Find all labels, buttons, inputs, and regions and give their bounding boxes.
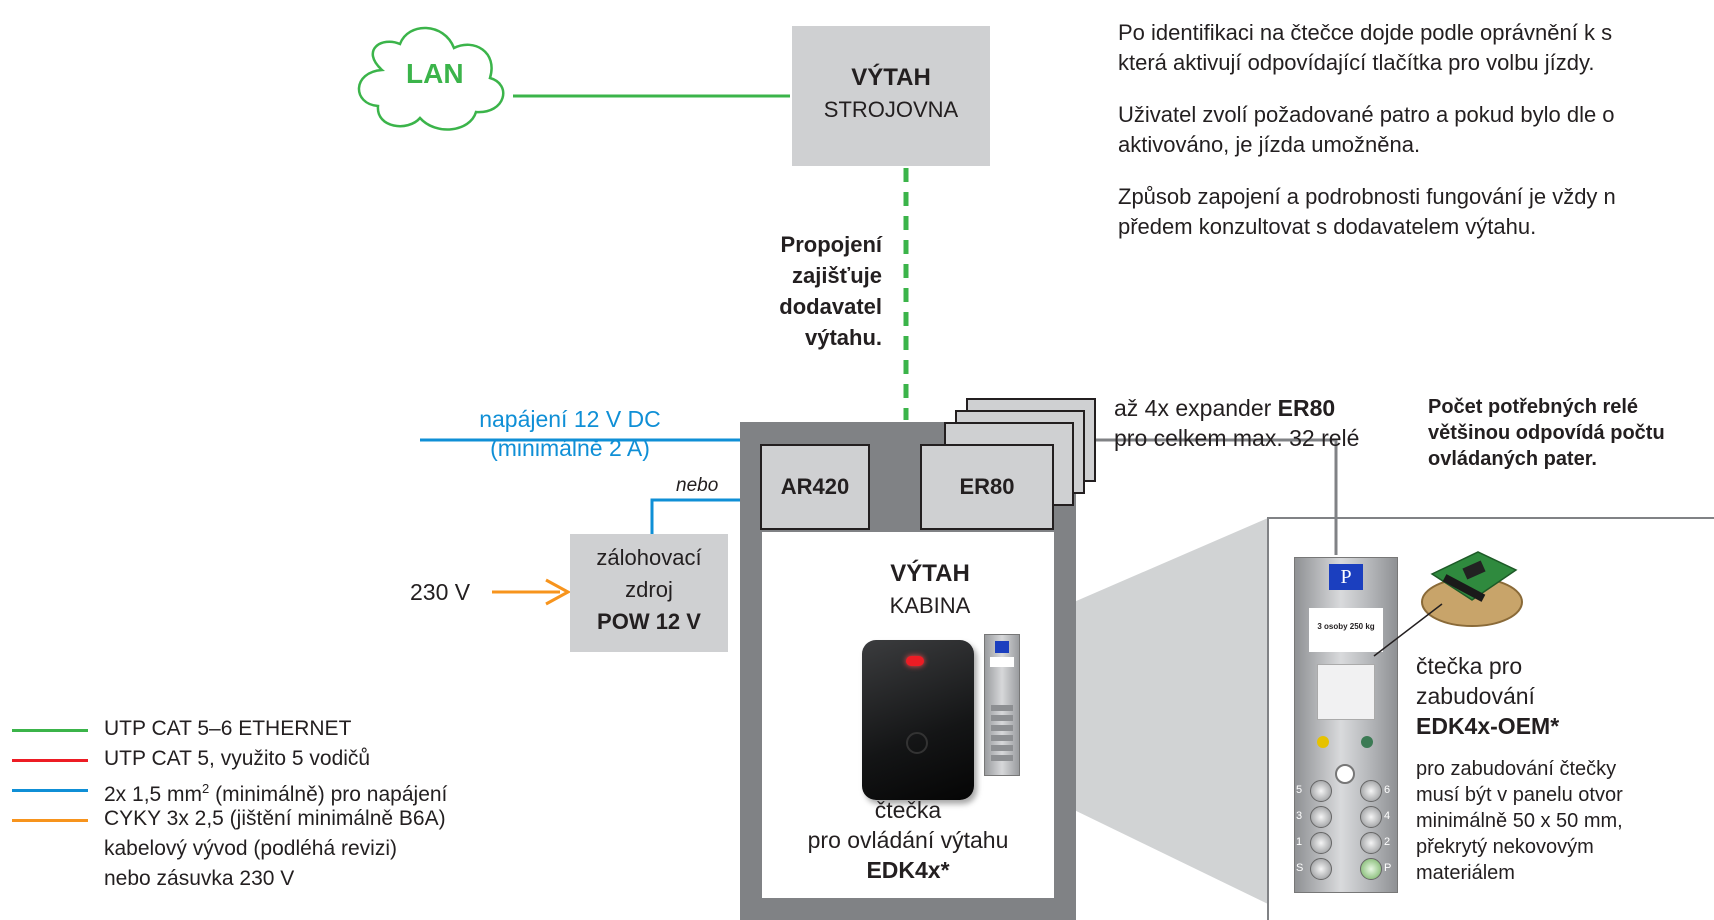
legend-power-sup: 2 — [202, 781, 210, 796]
legend-power-cable: 2x 1,5 mm2 (minimálně) pro napájení — [104, 776, 447, 808]
floor-label-2: 2 — [1384, 836, 1391, 848]
alarm-icon — [1317, 736, 1329, 748]
legend-swatch-red — [12, 759, 88, 762]
oem-note-2: musí být v panelu otvor — [1416, 784, 1623, 806]
description-p1-line2: která aktivují odpovídající tlačítka pro… — [1118, 50, 1595, 75]
lan-label: LAN — [406, 58, 464, 89]
small-panel — [984, 634, 1020, 776]
floor-label-4: 4 — [1384, 810, 1391, 822]
psu-model: POW 12 V — [597, 609, 701, 634]
legend-mains: CYKY 3x 2,5 (jištění minimálně B6A) — [104, 807, 446, 830]
oem-note-1: pro zabudování čtečky — [1416, 758, 1617, 780]
floor-label-p: P — [1384, 862, 1392, 874]
expander-module: ER80 — [920, 444, 1054, 530]
psu-line2: zdroj — [625, 577, 673, 602]
mains-arrow — [545, 578, 572, 606]
relay-note-2: většinou odpovídá počtu — [1428, 422, 1665, 444]
floor-label-6: 6 — [1384, 784, 1391, 796]
floor-button-3[interactable] — [1310, 806, 1332, 828]
oem-note-4: překrytý nekovovým — [1416, 836, 1594, 858]
oem-label-2: zabudování — [1416, 683, 1535, 709]
description-p2-line1: Uživatel zvolí požadované patro a pokud … — [1118, 102, 1615, 127]
call-button[interactable] — [1335, 764, 1355, 784]
reader-device — [862, 640, 974, 800]
reader-model: EDK4x* — [866, 857, 950, 883]
lan-cloud-icon — [357, 26, 505, 131]
power-label-1: napájení 12 V DC — [479, 406, 661, 432]
floor-button-6[interactable] — [1360, 780, 1382, 802]
floor-label-5: 5 — [1296, 784, 1303, 796]
reader-label-2: pro ovládání výtahu — [807, 827, 1009, 853]
floor-button-p[interactable] — [1360, 858, 1382, 880]
oem-note-5: materiálem — [1416, 862, 1515, 884]
expander-note-pre: až 4x expander — [1114, 395, 1278, 421]
cabin-title: VÝTAH — [890, 560, 970, 587]
small-panel-sign — [990, 657, 1014, 667]
reader-led-icon — [906, 656, 924, 666]
oem-module-terminal — [1442, 574, 1486, 602]
oem-module-chip — [1462, 560, 1486, 580]
machine-room-title: VÝTAH — [851, 64, 931, 91]
panel-capacity-text: 3 osoby 250 kg — [1317, 622, 1375, 631]
reader-logo-icon — [906, 732, 928, 754]
legend-power-post: (minimálně) pro napájení — [209, 783, 448, 806]
oem-model: EDK4x-OEM* — [1416, 713, 1560, 739]
relay-note-1: Počet potřebných relé — [1428, 396, 1639, 418]
oem-label-1: čtečka pro — [1416, 653, 1523, 679]
floor-button-2[interactable] — [1360, 832, 1382, 854]
legend-ethernet: UTP CAT 5–6 ETHERNET — [104, 717, 352, 740]
cabin-subtitle: KABINA — [889, 593, 971, 618]
legend-utp: UTP CAT 5, využito 5 vodičů — [104, 747, 371, 770]
controller-module: AR420 — [760, 444, 870, 530]
description-p3-line1: Způsob zapojení a podrobnosti fungování … — [1118, 184, 1616, 209]
floor-button-1[interactable] — [1310, 832, 1332, 854]
description-p3-line2: předem konzultovat s dodavatelem výtahu. — [1118, 214, 1537, 239]
legend-swatch-blue — [12, 789, 88, 792]
door-open-icon — [1361, 736, 1373, 748]
legend-extra-2: nebo zásuvka 230 V — [104, 867, 295, 890]
machine-room-subtitle: STROJOVNA — [823, 97, 959, 122]
floor-button-4[interactable] — [1360, 806, 1382, 828]
legend-swatch-orange — [12, 819, 88, 822]
description-p2-line2: aktivováno, je jízda umožněna. — [1118, 132, 1421, 157]
oem-module-icon — [1421, 551, 1523, 627]
description-p1-line1: Po identifikaci na čtečce dojde podle op… — [1118, 20, 1613, 45]
floor-button-5[interactable] — [1310, 780, 1332, 802]
psu-line1: zálohovací — [596, 545, 702, 570]
connection-note-4: výtahu. — [804, 325, 882, 350]
connection-note-1: Propojení — [780, 232, 882, 257]
panel-reader-window — [1317, 664, 1375, 720]
power-or-label: nebo — [676, 475, 719, 496]
power-wire-backup — [650, 498, 760, 540]
panel-capacity-sign: 3 osoby 250 kg — [1309, 608, 1383, 652]
connection-note-2: zajišťuje — [791, 263, 882, 288]
legend-power-pre: 2x 1,5 mm — [104, 783, 203, 806]
expander-note-1: až 4x expander ER80 — [1114, 394, 1335, 422]
machine-room-box: VÝTAH STROJOVNA — [792, 26, 990, 166]
floor-label-s: S — [1296, 862, 1304, 874]
relay-wire — [1090, 438, 1338, 555]
relay-note-3: ovládaných pater. — [1428, 448, 1597, 470]
expander-note-bold: ER80 — [1277, 395, 1336, 421]
psu-box: zálohovací zdroj POW 12 V — [570, 534, 728, 652]
floor-label-1: 1 — [1296, 836, 1303, 848]
power-label-2: (minimálně 2 A) — [490, 435, 650, 461]
floor-label-3: 3 — [1296, 810, 1303, 822]
oem-pointer — [1373, 603, 1443, 657]
small-panel-buttons — [991, 705, 1013, 765]
small-panel-display — [995, 641, 1009, 653]
legend-extra-1: kabelový vývod (podléhá revizi) — [104, 837, 397, 860]
reader-label-1: čtečka — [874, 797, 942, 823]
oem-note-3: minimálně 50 x 50 mm, — [1416, 810, 1623, 832]
connection-note-3: dodavatel — [779, 294, 882, 319]
floor-button-s[interactable] — [1310, 858, 1332, 880]
mains-voltage-label: 230 V — [410, 579, 471, 605]
panel-display: P — [1329, 564, 1363, 590]
expander-note-2: pro celkem max. 32 relé — [1114, 425, 1360, 451]
legend-swatch-green — [12, 729, 88, 732]
